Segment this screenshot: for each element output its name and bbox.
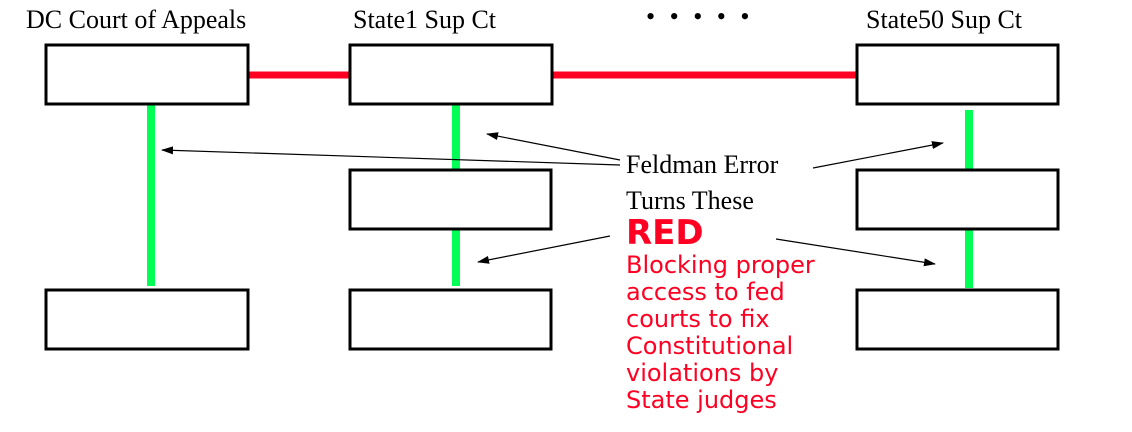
state1-top-box <box>348 43 554 106</box>
state1-court-title: State1 Sup Ct <box>353 5 497 34</box>
dc-top-box <box>44 43 250 106</box>
state50-top-box <box>855 43 1060 106</box>
arrow-to-dc-link <box>161 146 621 166</box>
annotation-line1: Feldman Error <box>626 150 779 179</box>
arrow-to-state1-lower-link <box>477 235 611 264</box>
state1-middle-box <box>348 168 553 231</box>
dc-bottom-box <box>44 288 250 351</box>
annotation-emphasis: RED <box>626 213 704 253</box>
arrow-to-state1-upper-link <box>486 132 621 161</box>
state1-bottom-box <box>348 288 553 351</box>
arrow-to-state50-lower-link <box>775 238 936 267</box>
state50-middle-box <box>855 168 1060 231</box>
state50-bottom-box <box>855 288 1060 351</box>
annotation-detail: Blocking proper access to fed courts to … <box>626 251 815 414</box>
arrow-to-state50-upper-link <box>812 141 944 169</box>
ellipsis: • • • • • <box>646 2 754 31</box>
annotation-line2: Turns These <box>626 186 754 215</box>
dc-court-title: DC Court of Appeals <box>26 5 247 34</box>
state50-court-title: State50 Sup Ct <box>866 5 1023 34</box>
